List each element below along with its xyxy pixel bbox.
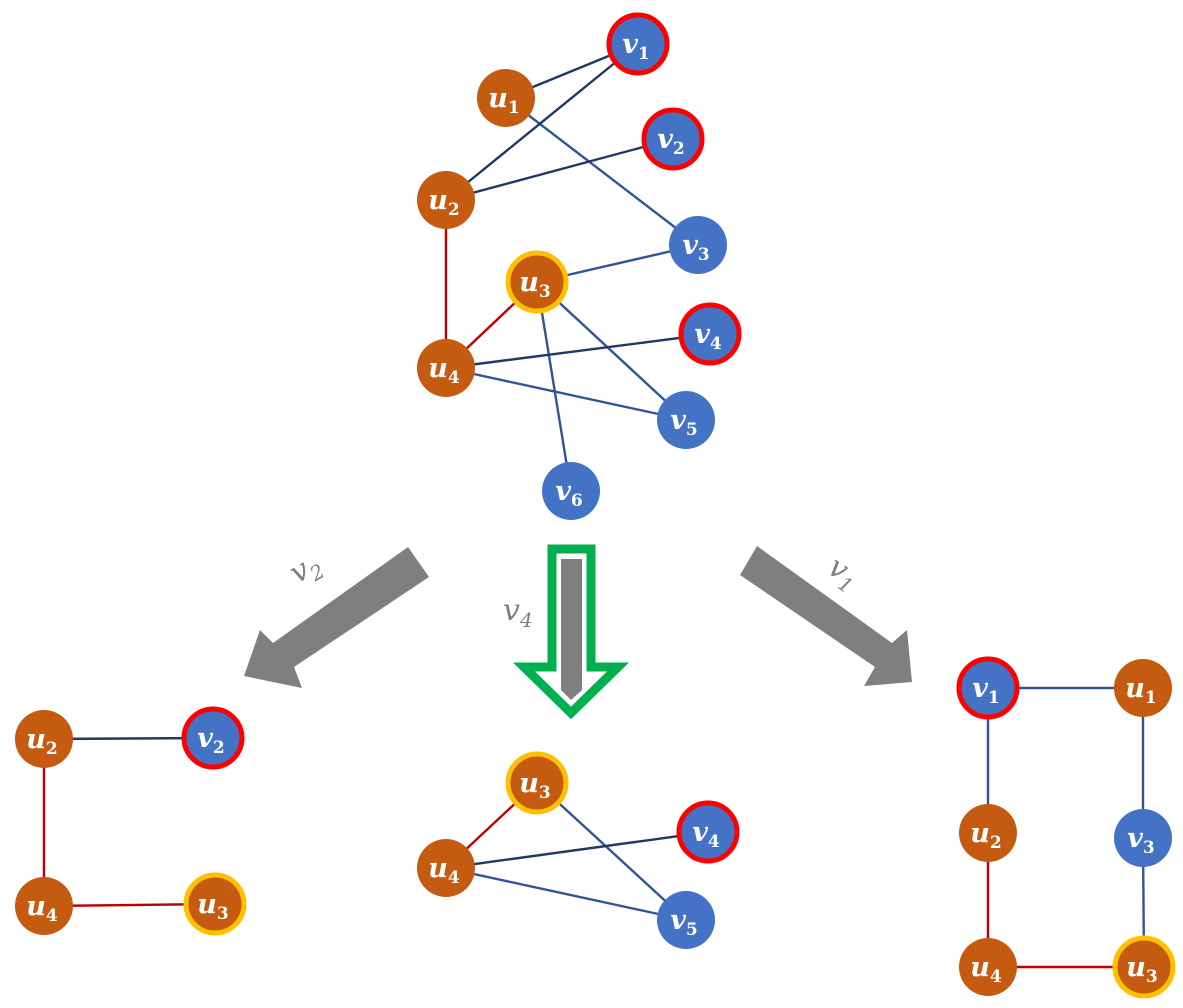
arrow-middle-fill (561, 559, 582, 700)
main-node-label-v3: v3 (682, 230, 710, 265)
main-node-circle-v2 (641, 107, 705, 171)
middle-edge-u4-v5 (445, 866, 687, 922)
main-node-label-u2: u2 (428, 185, 459, 220)
main-node-v1: v1 (606, 12, 670, 76)
main-node-circle-v6 (542, 462, 600, 520)
main-node-circle-v4 (678, 302, 742, 366)
main-node-circle-u4 (417, 339, 475, 397)
right-node-label-u2: u2 (970, 818, 1001, 853)
right-node-circle-v1 (956, 656, 1020, 720)
left-node-u3: u3 (183, 872, 247, 936)
right-node-u2: u2 (959, 804, 1017, 862)
middle-node-label-v5: v5 (670, 905, 698, 940)
right-node-label-u3: u3 (1126, 952, 1157, 987)
main-node-u3: u3 (505, 250, 569, 314)
left-node-u2: u2 (15, 710, 73, 768)
left-node-circle-u2 (15, 710, 73, 768)
middle-node-u4: u4 (417, 839, 475, 897)
right-node-label-v3: v3 (1127, 823, 1155, 858)
arrow-middle: v4 (503, 544, 630, 720)
main-graph: u1 u2 u3 u4 v1 v2 v3 v4 v5 v6 (417, 12, 742, 520)
main-node-u4: u4 (417, 339, 475, 397)
middle-node-circle-u3 (505, 751, 569, 815)
main-node-v4: v4 (678, 302, 742, 366)
main-edge-u4-v4 (445, 332, 711, 370)
main-node-circle-v5 (657, 391, 715, 449)
middle-edge-u4-v4 (445, 830, 709, 870)
main-node-circle-u2 (417, 171, 475, 229)
right-node-circle-u3 (1112, 935, 1176, 999)
main-node-v3: v3 (669, 216, 727, 274)
right-node-u4: u4 (959, 938, 1017, 996)
main-node-circle-u3 (505, 250, 569, 314)
main-node-v2: v2 (641, 107, 705, 171)
left-node-circle-u4 (15, 877, 73, 935)
main-node-label-u1: u1 (488, 83, 519, 118)
middle-node-label-v4: v4 (692, 817, 720, 852)
main-edge-u2-v1 (445, 43, 639, 201)
left-node-label-v2: v2 (197, 723, 225, 758)
left-node-label-u2: u2 (26, 724, 57, 759)
middle-node-u3: u3 (505, 751, 569, 815)
right-node-label-u1: u1 (1125, 673, 1156, 708)
main-node-label-u3: u3 (519, 267, 550, 302)
right-node-v3: v3 (1114, 809, 1172, 867)
subgraph-left: u2 v2 u4 u3 (15, 706, 247, 936)
middle-node-v5: v5 (657, 891, 715, 949)
right-node-label-u4: u4 (970, 952, 1002, 987)
left-node-circle-u3 (183, 872, 247, 936)
main-node-u1: u1 (477, 69, 535, 127)
subgraph-middle: u3 u4 v4 v5 (417, 751, 740, 949)
main-node-circle-v3 (669, 216, 727, 274)
main-edge-u3-v5 (536, 281, 687, 421)
main-edge-u1-v3 (505, 97, 699, 246)
arrow-right: v1 (740, 546, 912, 686)
middle-node-circle-u4 (417, 839, 475, 897)
right-node-label-v1: v1 (972, 673, 1000, 708)
left-node-v2: v2 (181, 706, 245, 770)
left-node-circle-v2 (181, 706, 245, 770)
middle-node-label-u3: u3 (519, 768, 550, 803)
arrow-left-shape (244, 547, 429, 688)
middle-node-circle-v5 (657, 891, 715, 949)
main-node-u2: u2 (417, 171, 475, 229)
middle-node-v4: v4 (676, 800, 740, 864)
right-node-u1: u1 (1114, 659, 1172, 717)
main-node-v6: v6 (542, 462, 600, 520)
extraction-arrows: v2 v4 v1 (244, 544, 912, 720)
middle-node-circle-v4 (676, 800, 740, 864)
main-node-label-v6: v6 (555, 476, 583, 511)
main-node-label-v4: v4 (694, 319, 722, 354)
middle-edge-u3-v5 (536, 782, 687, 921)
arrow-left-label: v2 (284, 546, 329, 595)
arrow-right-shape (740, 546, 912, 686)
left-node-label-u3: u3 (197, 889, 228, 924)
left-node-label-u4: u4 (26, 891, 58, 926)
main-node-v5: v5 (657, 391, 715, 449)
left-node-u4: u4 (15, 877, 73, 935)
main-node-label-v2: v2 (657, 124, 685, 159)
main-edge-u2-v2 (445, 137, 674, 202)
main-node-circle-v1 (606, 12, 670, 76)
main-node-label-v1: v1 (622, 29, 650, 64)
main-edge-u3-v6 (535, 281, 573, 492)
arrow-left: v2 (244, 546, 429, 688)
right-node-circle-u1 (1114, 659, 1172, 717)
main-node-circle-u1 (477, 69, 535, 127)
middle-node-label-u4: u4 (428, 853, 460, 888)
right-node-circle-u2 (959, 804, 1017, 862)
arrow-right-label: v1 (819, 549, 865, 598)
arrow-middle-label: v4 (503, 593, 533, 632)
main-node-label-v5: v5 (670, 405, 698, 440)
right-node-u3: u3 (1112, 935, 1176, 999)
main-node-label-u4: u4 (428, 353, 460, 388)
right-node-circle-u4 (959, 938, 1017, 996)
right-node-v1: v1 (956, 656, 1020, 720)
right-node-circle-v3 (1114, 809, 1172, 867)
subgraph-right: v1 u1 u2 v3 u4 u3 (956, 656, 1176, 999)
main-edge-u4-v5 (445, 366, 687, 422)
